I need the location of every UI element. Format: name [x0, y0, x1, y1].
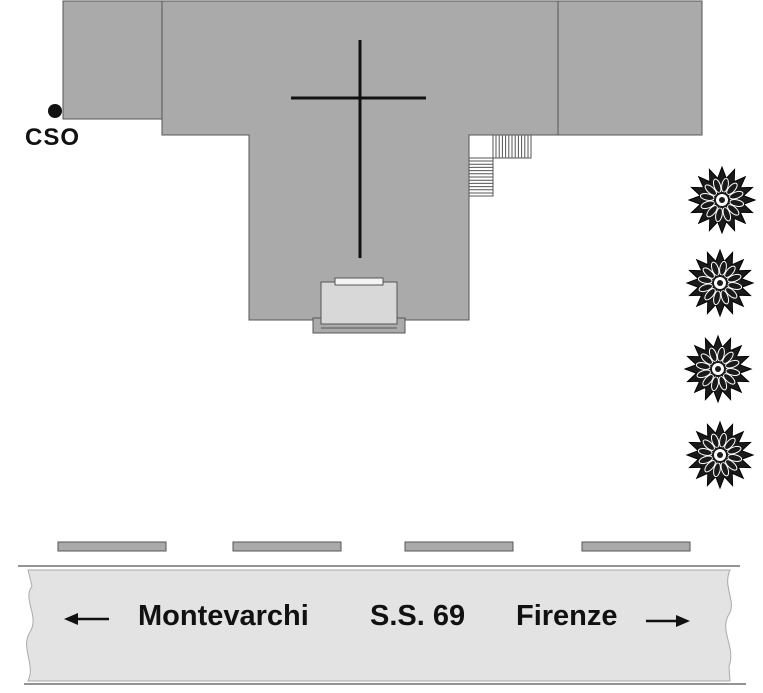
road-surface	[26, 569, 732, 682]
tree-icon	[683, 334, 753, 404]
sidewalk-slab	[404, 541, 514, 552]
sidewalk-slab	[57, 541, 167, 552]
sidewalk-slab	[581, 541, 691, 552]
right-annex-building	[557, 0, 703, 136]
stair-landing	[468, 134, 494, 159]
cross-icon	[291, 40, 426, 258]
road	[18, 565, 746, 685]
arrow-left-icon	[64, 613, 109, 625]
direction-right-label: Firenze	[516, 600, 618, 632]
tree-icon	[685, 248, 755, 318]
tree-icon	[685, 420, 755, 490]
road-name-label: S.S. 69	[370, 600, 466, 632]
tree-icon	[687, 165, 757, 235]
sidewalk-slab	[232, 541, 342, 552]
sensor-dot-icon	[48, 104, 62, 118]
sidewalk-markers	[57, 541, 691, 552]
church-entrance	[312, 277, 406, 334]
tree-row	[683, 165, 757, 490]
side-stairs	[468, 134, 532, 197]
direction-left-label: Montevarchi	[138, 600, 309, 632]
arrow-right-icon	[646, 615, 690, 627]
left-annex-building	[62, 0, 165, 120]
sensor-label: CSO	[25, 124, 81, 151]
church-complex	[62, 0, 703, 321]
